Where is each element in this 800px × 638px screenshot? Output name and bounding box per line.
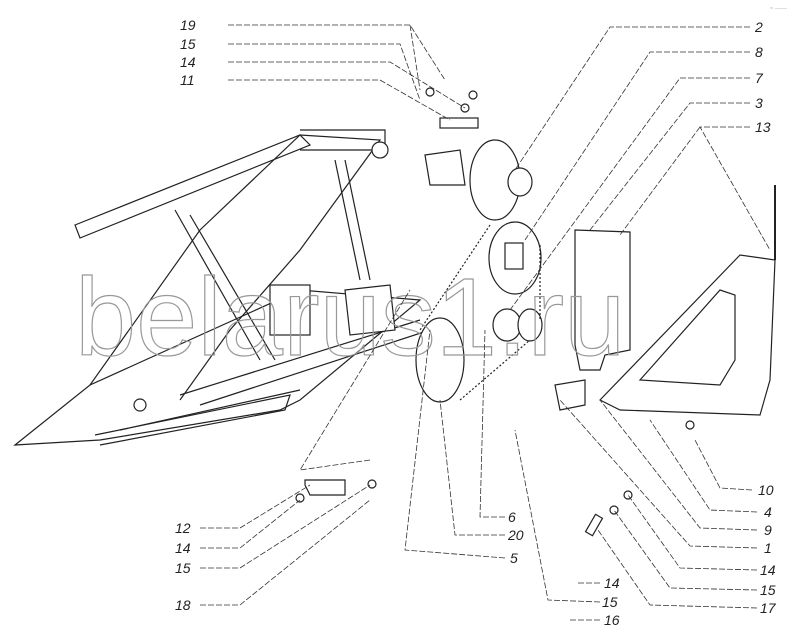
svg-text:≈ ——: ≈ —— — [770, 6, 787, 12]
svg-text:9: 9 — [764, 522, 772, 538]
svg-text:19: 19 — [180, 17, 196, 33]
svg-text:4: 4 — [764, 504, 772, 520]
svg-text:6: 6 — [508, 509, 516, 525]
svg-text:18: 18 — [175, 597, 191, 613]
leader-lines — [200, 24, 771, 621]
svg-text:3: 3 — [755, 95, 763, 111]
callouts-bottom: 14 15 16 — [602, 575, 620, 628]
svg-text:13: 13 — [755, 119, 771, 135]
svg-text:15: 15 — [760, 582, 776, 598]
svg-text:15: 15 — [175, 560, 191, 576]
svg-text:15: 15 — [180, 36, 196, 52]
svg-text:14: 14 — [175, 540, 191, 556]
callouts-top-right: 2 8 7 3 13 — [754, 19, 771, 135]
guard-plate — [574, 229, 631, 371]
watermark: belarus1.ru — [75, 256, 625, 379]
callouts-top-left: 19 15 14 11 — [180, 17, 196, 88]
svg-text:5: 5 — [510, 550, 518, 566]
callouts-bottom-left: 12 14 15 18 — [175, 520, 191, 613]
svg-text:8: 8 — [755, 44, 763, 60]
svg-text:16: 16 — [604, 612, 620, 628]
svg-text:12: 12 — [175, 520, 191, 536]
bracket — [554, 379, 586, 411]
svg-text:14: 14 — [604, 575, 620, 591]
svg-text:17: 17 — [760, 600, 777, 616]
svg-text:10: 10 — [758, 482, 774, 498]
svg-text:20: 20 — [507, 527, 524, 543]
svg-text:14: 14 — [760, 562, 776, 578]
svg-text:2: 2 — [754, 19, 763, 35]
svg-text:11: 11 — [180, 72, 195, 88]
header-frame — [13, 129, 431, 446]
callouts-right: 10 4 9 1 14 15 17 — [758, 482, 777, 616]
svg-text:1: 1 — [764, 540, 772, 556]
callouts-center: 6 20 5 — [507, 509, 524, 566]
chain-drive — [415, 139, 543, 403]
svg-text:15: 15 — [602, 594, 618, 610]
svg-text:14: 14 — [180, 54, 196, 70]
svg-text:7: 7 — [755, 70, 764, 86]
